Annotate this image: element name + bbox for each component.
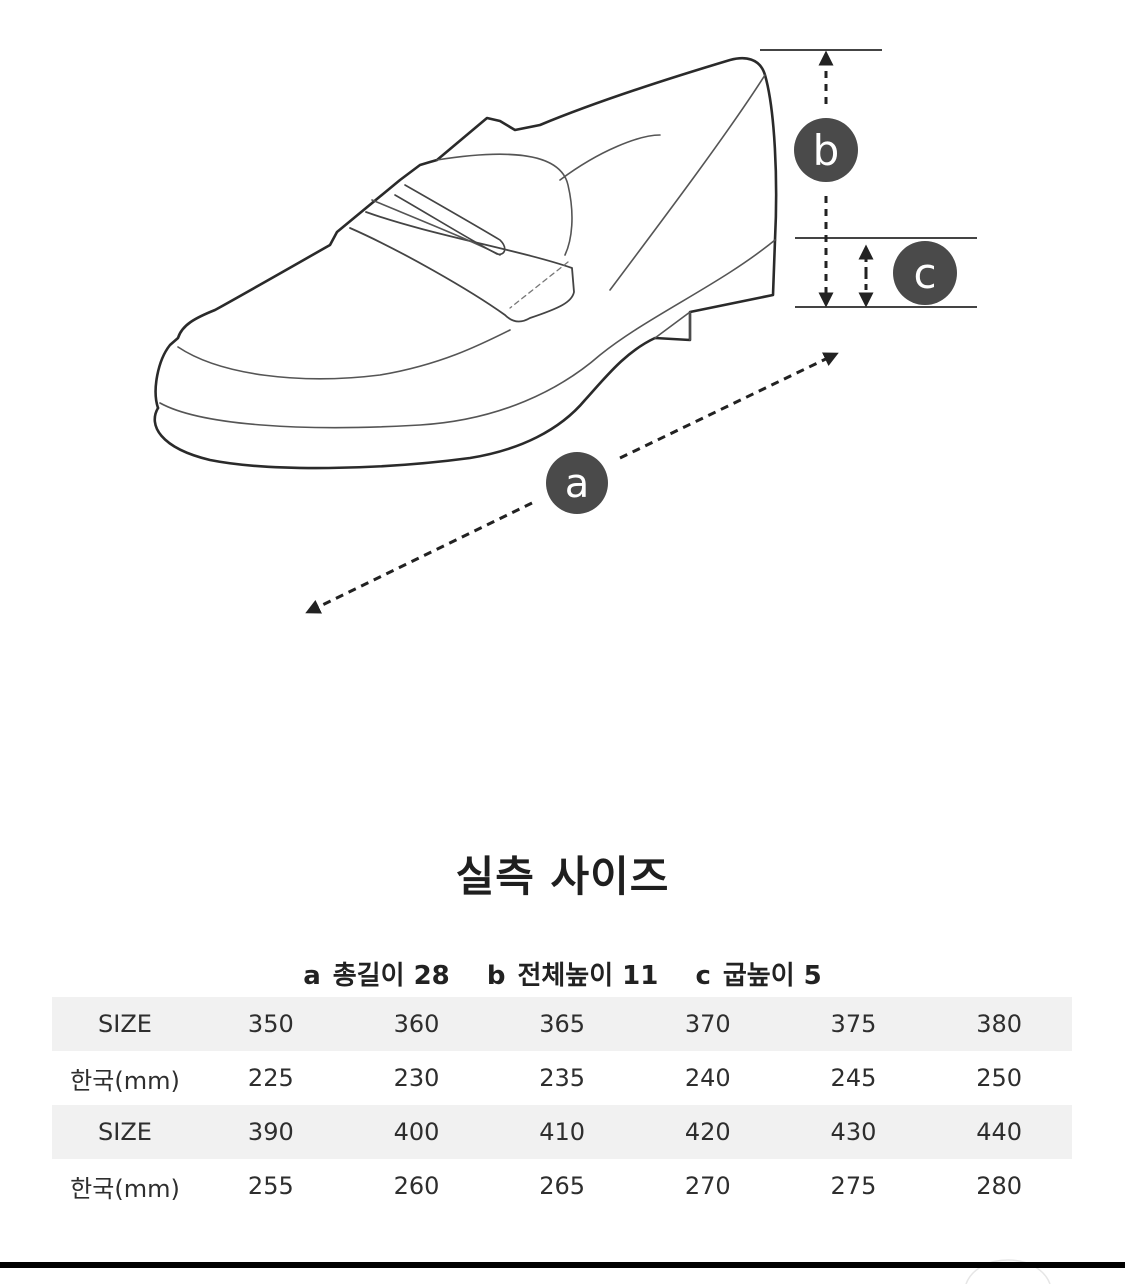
table-cell: 265: [539, 1172, 586, 1200]
table-cell: 245: [830, 1064, 877, 1092]
table-cell: 240: [684, 1064, 731, 1092]
loafer-drawing: [153, 56, 778, 470]
table-row: SIZE 390 400 410 420 430 440: [52, 1105, 1072, 1159]
row-label: SIZE: [52, 1105, 198, 1159]
svg-text:a: a: [565, 461, 590, 507]
table-cell: 230: [393, 1064, 440, 1092]
dimension-key: b: [486, 961, 506, 991]
table-row: 한국(mm) 225 230 235 240 245 250: [52, 1051, 1072, 1105]
table-cell: 410: [489, 1105, 635, 1159]
badge-b-icon: b: [794, 118, 858, 182]
table-cell: 440: [926, 1105, 1072, 1159]
table-cell: 250: [976, 1064, 1023, 1092]
table-cell: 225: [247, 1064, 294, 1092]
table-cell: 390: [198, 1105, 344, 1159]
size-chart-table: SIZE 350 360 365 370 375 380 한국(mm) 225 …: [52, 997, 1072, 1213]
table-cell: 430: [780, 1105, 927, 1159]
badge-a-icon: a: [546, 452, 608, 514]
table-cell: 420: [634, 1105, 781, 1159]
row-label: SIZE: [52, 997, 198, 1051]
dimension-key: c: [695, 961, 711, 991]
dimension-b: b 전체높이 11: [487, 961, 668, 991]
dimension-c: c 굽높이 5: [695, 961, 821, 991]
dimension-a-arrow: [305, 352, 839, 614]
shoe-measurement-diagram: a b c: [153, 49, 977, 614]
row-label: 한국(mm): [70, 1066, 180, 1095]
dimension-label: 굽높이 5: [722, 961, 822, 991]
table-cell: 255: [247, 1172, 294, 1200]
table-cell: 360: [343, 997, 490, 1051]
svg-text:b: b: [813, 126, 840, 175]
svg-text:c: c: [913, 249, 936, 298]
bottom-divider: [0, 1262, 1125, 1268]
dimension-key: a: [303, 961, 321, 991]
table-cell: 380: [926, 997, 1072, 1051]
dimension-a: a 총길이 28: [303, 961, 459, 991]
table-cell: 270: [684, 1172, 731, 1200]
table-cell: 350: [198, 997, 344, 1051]
page-title: 실측 사이즈: [455, 852, 670, 901]
table-row: SIZE 350 360 365 370 375 380: [52, 997, 1072, 1051]
table-cell: 375: [780, 997, 927, 1051]
table-row: 한국(mm) 255 260 265 270 275 280: [52, 1159, 1072, 1213]
table-cell: 235: [539, 1064, 586, 1092]
dimension-label: 총길이 28: [332, 961, 450, 991]
table-cell: 275: [830, 1172, 877, 1200]
dimension-summary: a 총길이 28 b 전체높이 11 c 굽높이 5: [0, 955, 1125, 992]
table-cell: 365: [489, 997, 635, 1051]
row-label: 한국(mm): [70, 1174, 180, 1203]
badge-c-icon: c: [893, 241, 957, 305]
table-cell: 370: [634, 997, 781, 1051]
table-cell: 260: [393, 1172, 440, 1200]
table-cell: 280: [976, 1172, 1023, 1200]
dimension-label: 전체높이 11: [517, 961, 659, 991]
table-cell: 400: [343, 1105, 490, 1159]
